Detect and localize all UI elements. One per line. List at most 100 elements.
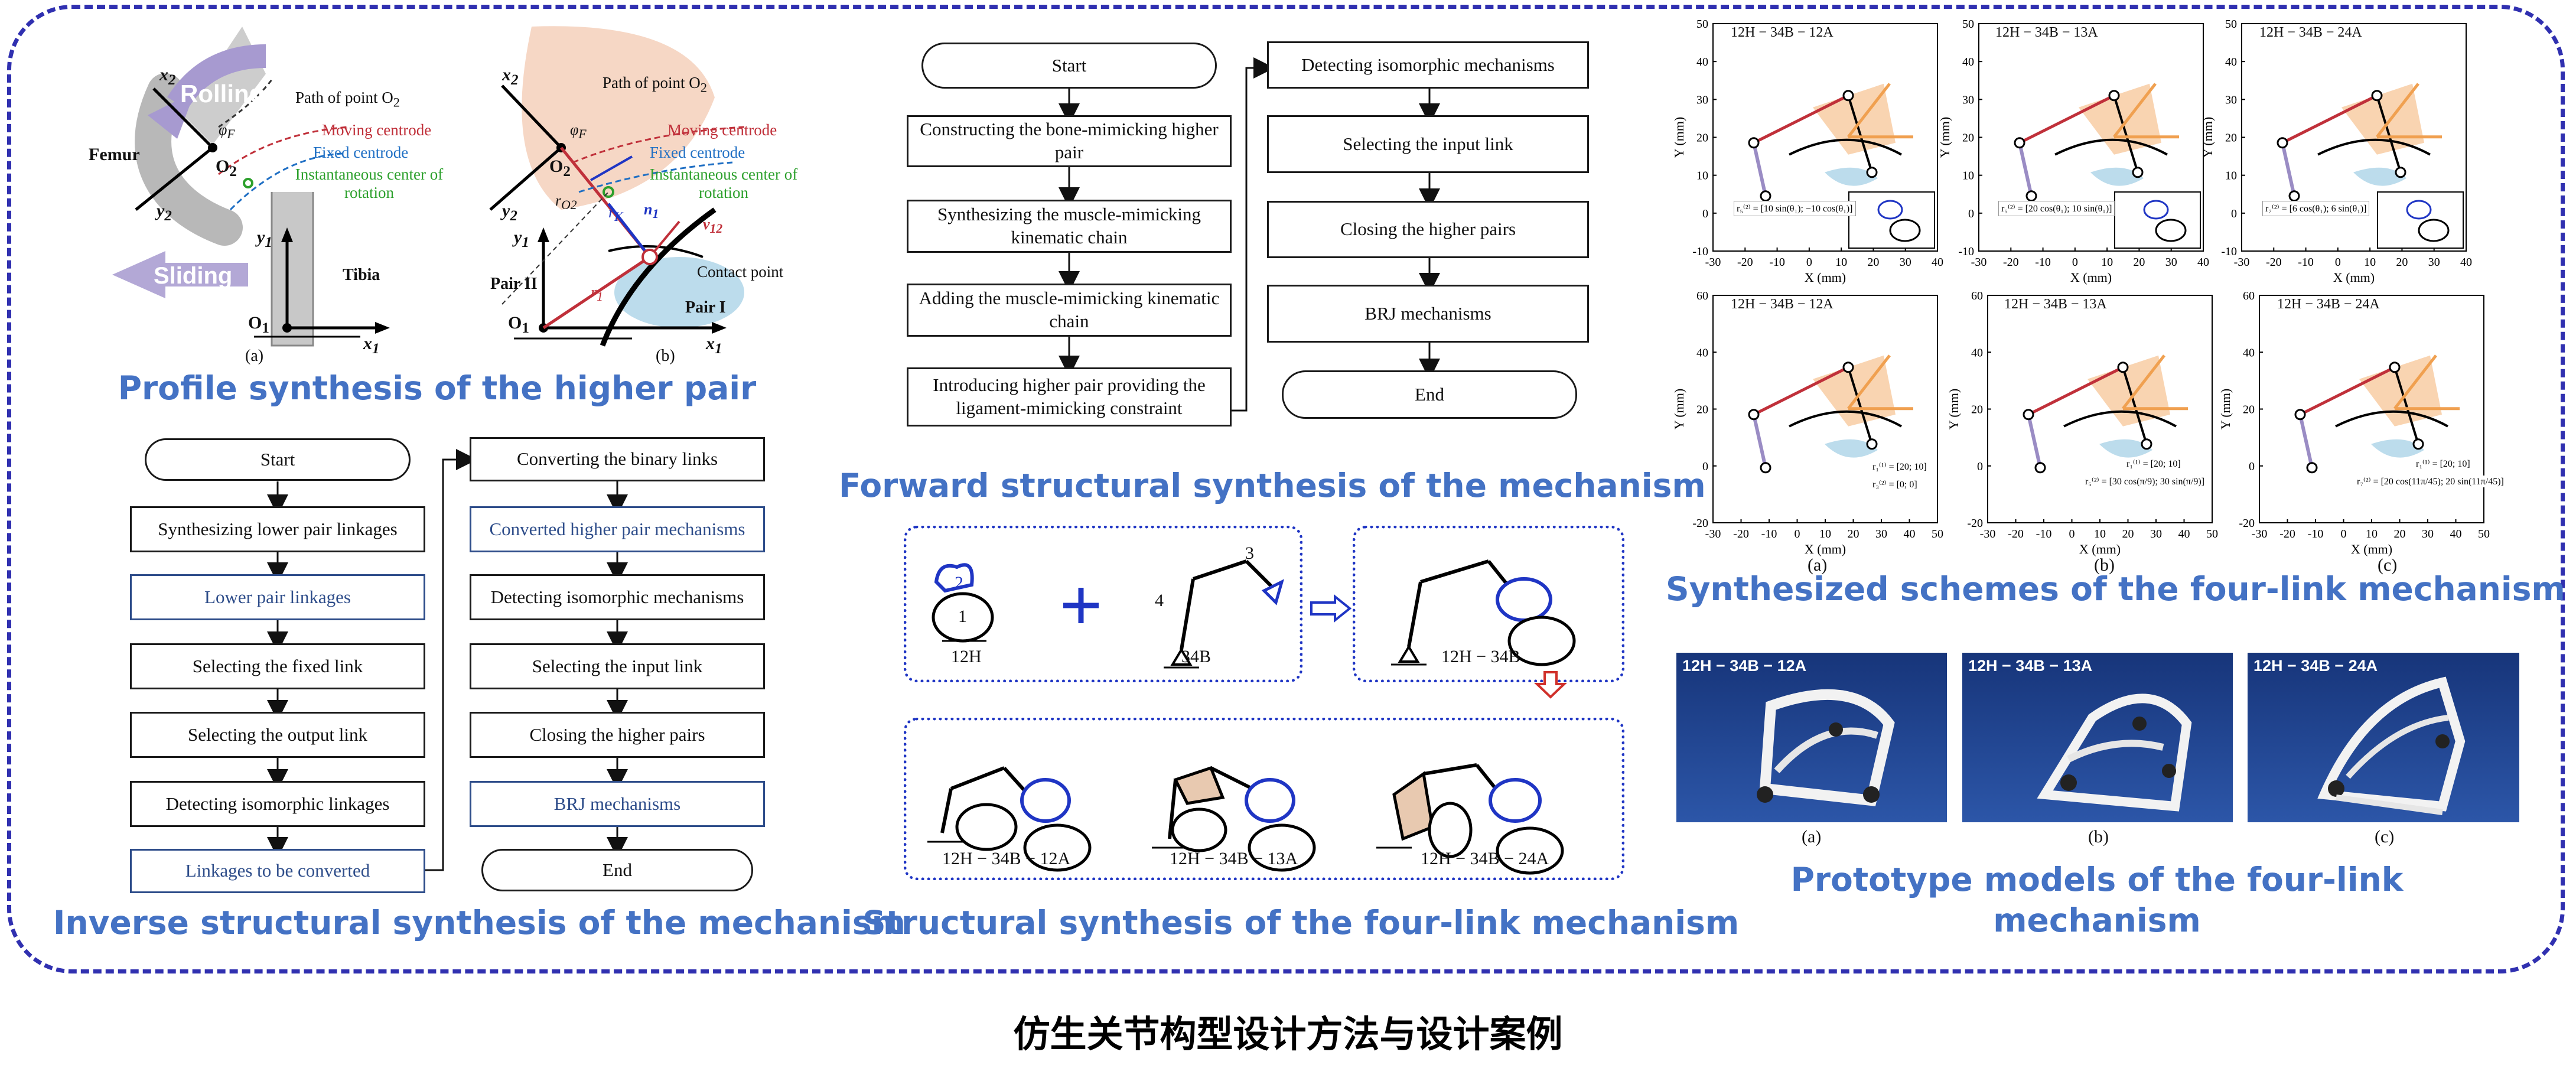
x-tick-label: 20 (2122, 528, 2134, 540)
femur-label: Femur (89, 145, 140, 164)
x-tick-label: 0 (2341, 528, 2347, 540)
y-tick-label: -20 (2239, 517, 2255, 530)
x-axis-label: X (mm) (2070, 270, 2112, 285)
scheme-eq-bottom-2b: r₅⁽²⁾ = [30 cos(π/9); 30 sin(π/9)] (2085, 476, 2205, 487)
x-tick-label: 10 (1819, 528, 1831, 540)
inverse-flowchart: Start Synthesizing lower pair linkages L… (0, 0, 857, 1081)
n1-label: n1 (644, 201, 659, 222)
profile-diagram-a: Rolling Sliding Femur Tibia Path of poin… (77, 15, 443, 369)
x-tick-label: 40 (2450, 528, 2462, 540)
label-combo: 12H − 34B (1441, 647, 1520, 666)
outer-dashed-frame (7, 5, 2565, 973)
y-tick-label: 0 (2249, 460, 2255, 473)
scheme-caption-b: (b) (2094, 555, 2115, 575)
y-tick-label: -10 (1958, 245, 1974, 258)
label-34b: 34B (1181, 647, 1212, 666)
path-label: Path of point O2 (295, 89, 400, 110)
label-result-3: 12H − 34B − 24A (1421, 849, 1549, 868)
x-tick-label: 40 (1932, 256, 1943, 269)
y-tick-label: 30 (2225, 93, 2237, 106)
scheme-eq-top-2: r₅⁽²⁾ = [20 cos(θ₁); 10 sin(θ₁)] (1998, 201, 2115, 216)
inverse-step: Selecting the output link (130, 712, 425, 758)
inverse-step: Lower pair linkages (130, 574, 425, 620)
x-tick-label: -10 (2036, 528, 2052, 540)
scheme-eq-bottom-2a: r₁⁽¹⁾ = [20; 10] (2126, 458, 2181, 470)
icr-label: Instantaneous center of rotation (295, 165, 444, 201)
y-tick-label: 10 (1696, 170, 1708, 183)
y-axis-label: Y (mm) (1937, 117, 1952, 158)
moving-centrode-label: Moving centrode (322, 121, 432, 139)
inverse-step: Converted higher pair mechanisms (470, 506, 765, 552)
y-tick-label: 10 (2225, 170, 2237, 183)
label-result-2: 12H − 34B − 13A (1170, 849, 1298, 868)
ro2-label: rO2 (555, 192, 577, 213)
x-tick-label: 0 (2069, 528, 2075, 540)
y-axis-label: Y (mm) (1672, 117, 1686, 158)
inverse-end: End (481, 849, 753, 891)
inverse-step: Linkages to be converted (130, 849, 425, 893)
prototype-photo-2 (1962, 653, 2233, 822)
icr-label-b: Instantaneous center of rotation (649, 165, 798, 201)
x-tick-label: -30 (2252, 528, 2268, 540)
forward-step: Detecting isomorphic mechanisms (1267, 41, 1589, 89)
inverse-step: Selecting the input link (470, 643, 765, 689)
x-tick-label: 20 (2394, 528, 2406, 540)
sliding-label: Sliding (154, 263, 233, 289)
forward-step: BRJ mechanisms (1267, 285, 1589, 343)
path-label-b: Path of point O2 (603, 74, 707, 95)
r1-label: r1 (591, 284, 603, 304)
x-axis-label: X (mm) (2333, 270, 2375, 285)
x-tick-label: -20 (1737, 256, 1753, 269)
x-tick-label: -30 (2234, 256, 2250, 269)
x-tick-label: -30 (1980, 528, 1996, 540)
scheme-top-label-1: 12H − 34B − 12A (1731, 25, 1834, 41)
y-tick-label: -20 (1967, 517, 1983, 530)
pair-ii-label: Pair II (490, 275, 538, 293)
x2-label: x2 (159, 65, 176, 88)
x-tick-label: 50 (1932, 528, 1943, 540)
x-tick-label: 50 (2478, 528, 2490, 540)
x-tick-label: 30 (2165, 256, 2177, 269)
x-tick-label: 30 (2422, 528, 2434, 540)
prototype-label-3: 12H − 34B − 24A (2253, 657, 2378, 675)
x-axis-label: X (mm) (1805, 542, 1846, 556)
y-tick-label: 30 (1696, 93, 1708, 106)
x-tick-label: 0 (1806, 256, 1812, 269)
scheme-eq-bottom-3b: r₇⁽²⁾ = [20 cos(11π/45); 20 sin(11π/45)] (2357, 476, 2504, 487)
prototype-label-1: 12H − 34B − 12A (1682, 657, 1807, 675)
x-tick-label: -10 (1769, 256, 1785, 269)
x-tick-label: 10 (2101, 256, 2113, 269)
y-tick-label: 40 (1962, 56, 1974, 69)
x-axis-label: X (mm) (2351, 542, 2392, 556)
profile-diagram-b: Path of point O2 Moving centrode Fixed c… (467, 15, 821, 369)
y-axis-label: Y (mm) (2200, 117, 2215, 158)
prototype-caption-c: (c) (2375, 827, 2395, 846)
x-tick-label: 30 (1875, 528, 1887, 540)
x-tick-label: 30 (2150, 528, 2162, 540)
inverse-synthesis-title: Inverse structural synthesis of the mech… (53, 904, 906, 942)
inverse-step: Detecting isomorphic linkages (130, 781, 425, 827)
rk-label: rK (608, 204, 623, 224)
inverse-step: Synthesizing lower pair linkages (130, 506, 425, 552)
scheme-bottom-label-3: 12H − 34B − 24A (2277, 297, 2380, 312)
y-tick-label: 20 (1962, 132, 1974, 145)
inverse-start: Start (145, 438, 411, 481)
phi-label: φF (219, 121, 235, 142)
y-axis-label: Y (mm) (1946, 389, 1961, 429)
x-tick-label: 10 (2366, 528, 2378, 540)
y-tick-label: 0 (1968, 207, 1974, 220)
x-tick-label: -20 (2008, 528, 2024, 540)
y-tick-label: 20 (1696, 132, 1708, 145)
scheme-top-label-2: 12H − 34B − 13A (1995, 25, 2098, 41)
forward-step: Adding the muscle-mimicking kinematic ch… (907, 284, 1232, 337)
link-num-2: 2 (955, 573, 963, 592)
link-num-4: 4 (1155, 591, 1164, 610)
x-tick-label: -20 (1733, 528, 1749, 540)
y-tick-label: 0 (1702, 460, 1708, 473)
x-tick-label: 40 (2197, 256, 2209, 269)
x-tick-label: -20 (2266, 256, 2282, 269)
